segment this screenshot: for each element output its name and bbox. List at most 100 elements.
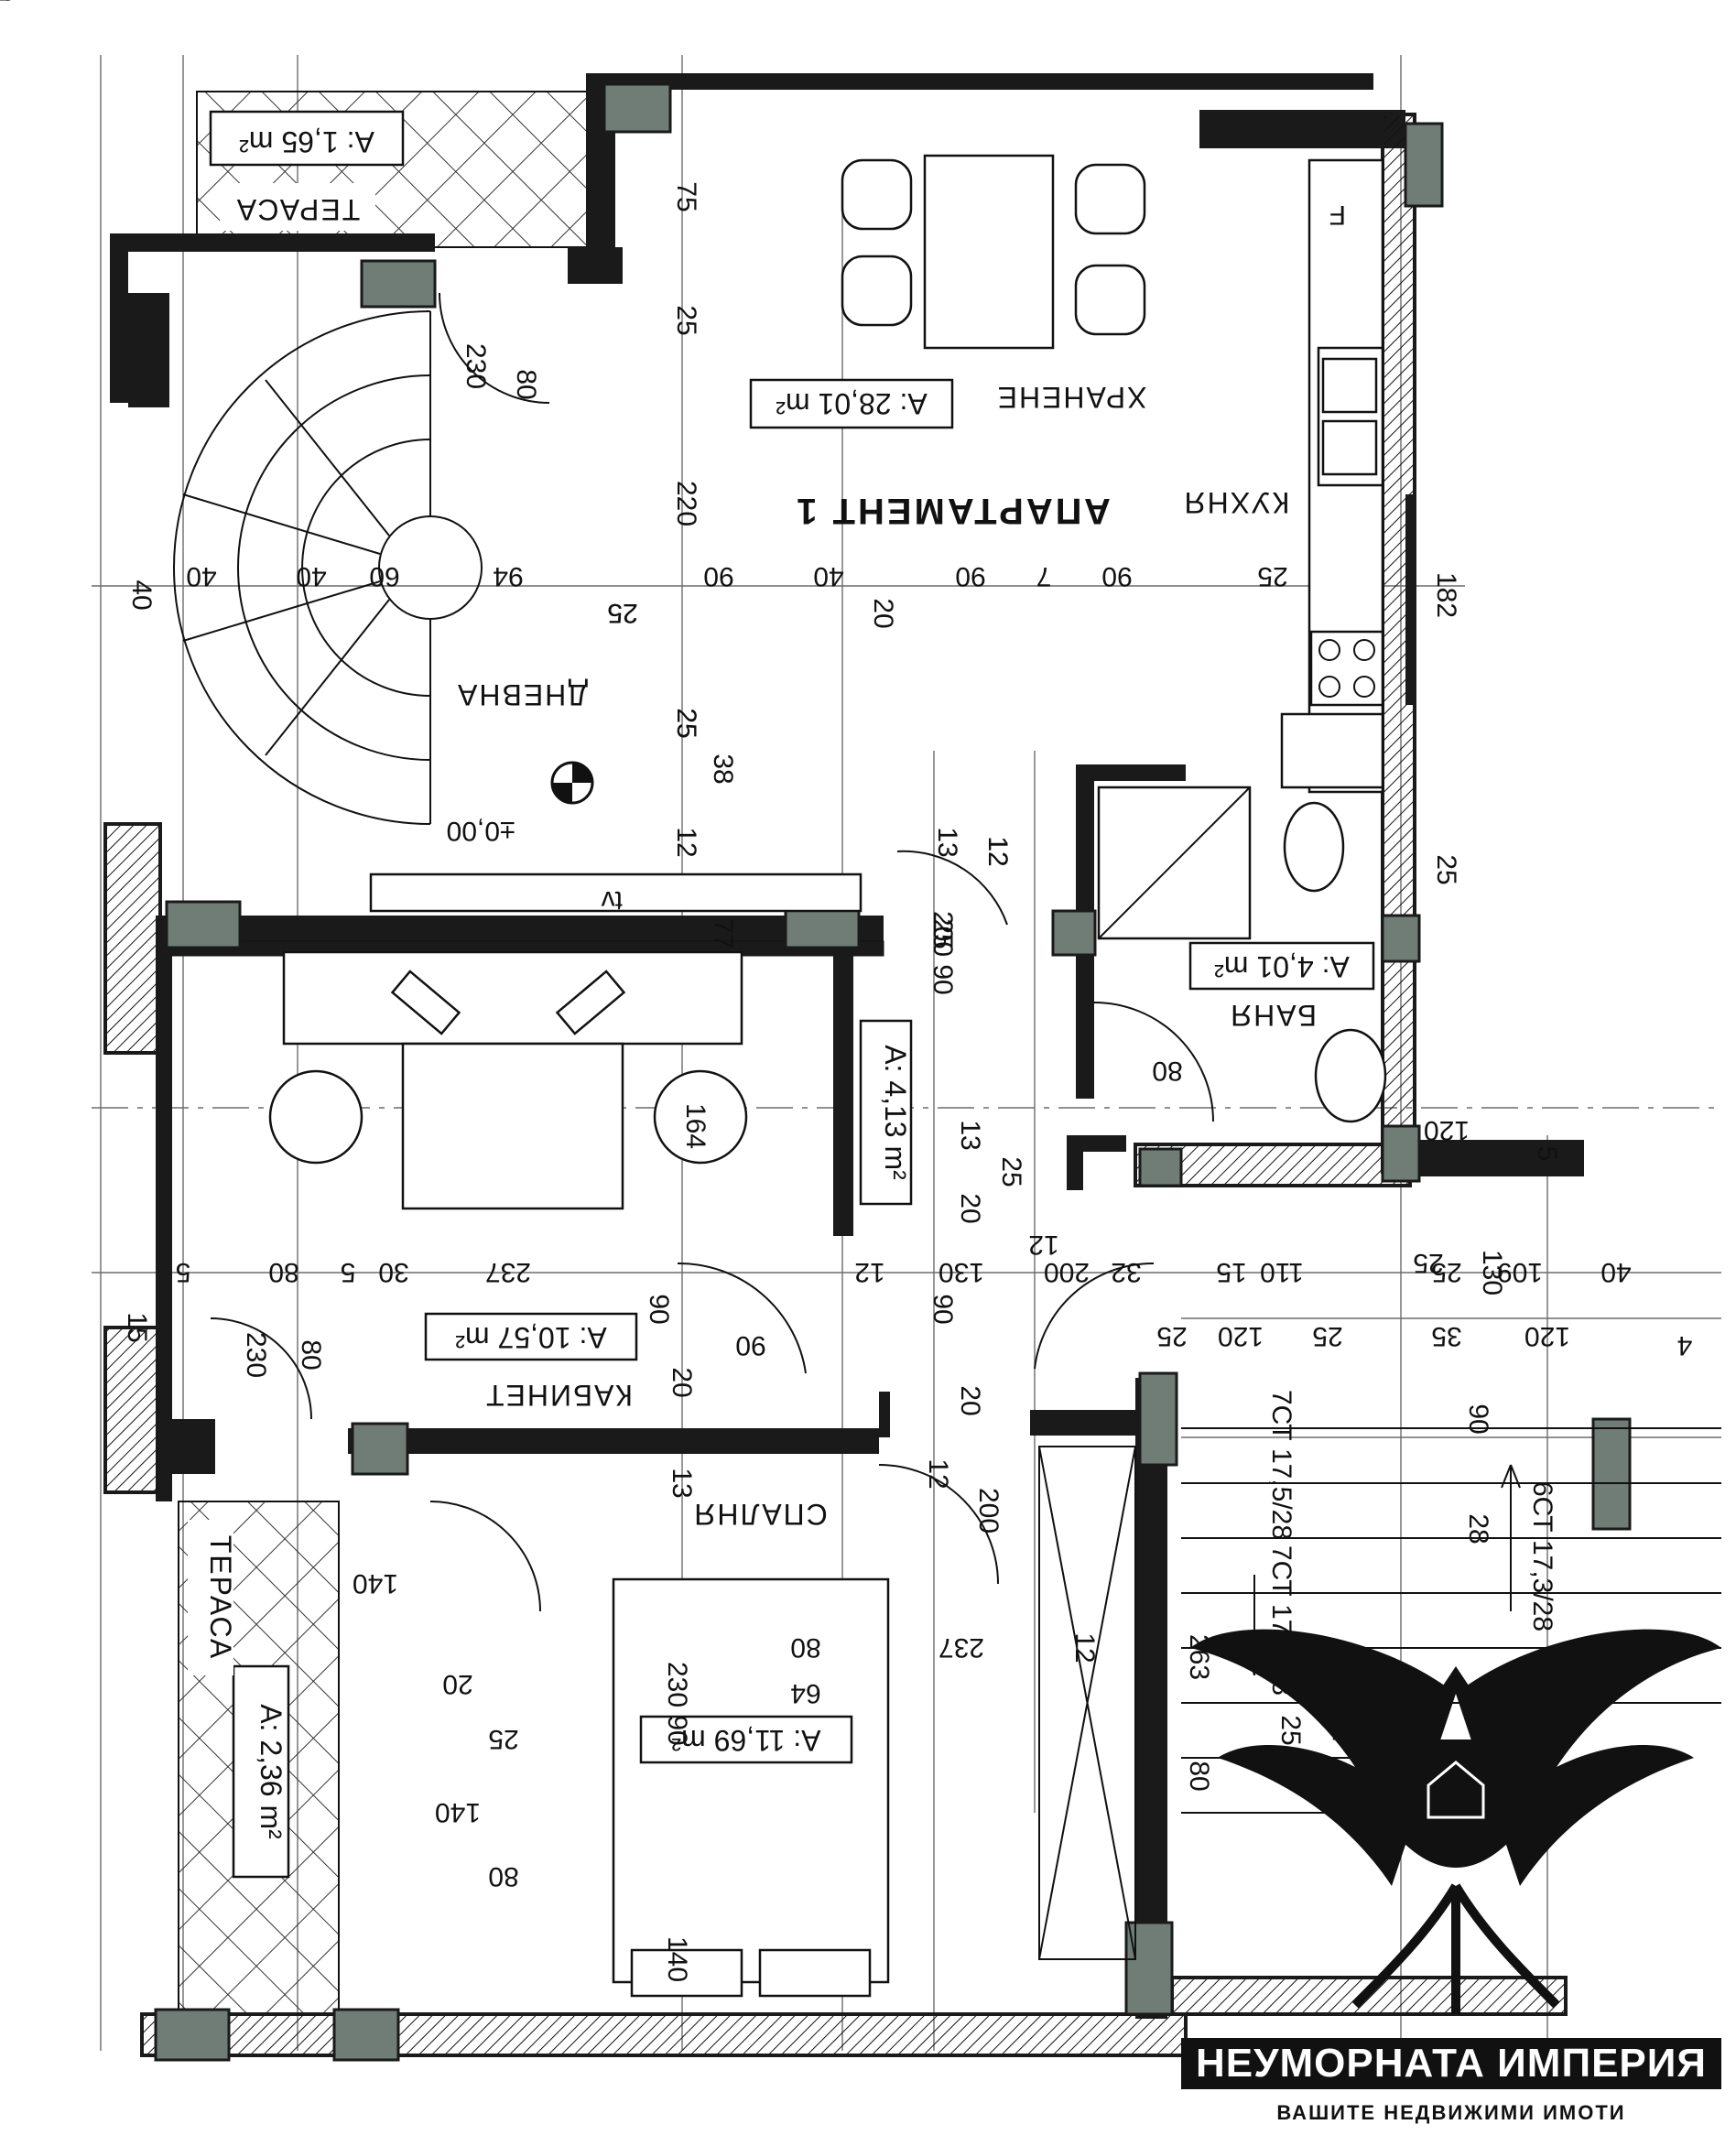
dimension-label: 13 [932, 827, 962, 857]
dimension-label: 25 [1257, 561, 1287, 591]
dimension-label: 230 [241, 1332, 271, 1378]
dimension-label: 182 [1431, 572, 1461, 618]
dimension-label: 220 [671, 481, 701, 526]
dimension-label: 90 [1463, 1404, 1493, 1434]
dimension-label: 90 [735, 1330, 765, 1360]
dimension-label: 120 [1424, 1115, 1470, 1145]
dimension-label: 200 [973, 1488, 1004, 1534]
dimension-label: 130 [1477, 1250, 1507, 1295]
kitchen-label: КУХНЯ [1183, 486, 1290, 519]
dimension-label: 25 [996, 1156, 1026, 1187]
dimension-label: 25 [1431, 854, 1461, 884]
dining-room: А: 28,01 m² ХРАНЕНЕ [749, 378, 1147, 429]
dimension-label: 40 [813, 561, 843, 591]
dimension-label: 164 [680, 1103, 711, 1149]
dimension-label: 12 [671, 827, 701, 857]
terrace-bottom-label: ТЕРАСА [204, 1535, 237, 1660]
dimension-label: 25 [671, 305, 701, 335]
bath-label: БАНЯ [1229, 999, 1317, 1032]
dimension-label: 25 [0, 0, 16, 5]
dimension-label: 90 [1101, 561, 1132, 591]
dining-area: А: 28,01 m² [776, 387, 928, 420]
dining-set [841, 154, 1146, 350]
dimension-label: 28 [1463, 1513, 1493, 1544]
terrace-top: А: 1,65 m² ТЕРАСА [196, 91, 591, 248]
bedroom-area: А: 11,69 m² [671, 1724, 820, 1757]
dimension-label: 20 [955, 1385, 985, 1415]
terrace-top-label: ТЕРАСА [235, 193, 360, 226]
dimension-label: 230 [662, 1662, 692, 1707]
terrace-bottom: А: 2,36 m² ТЕРАСА [178, 1501, 340, 2015]
dimension-label: 200 [928, 911, 958, 957]
dimension-label: 20 [868, 598, 898, 628]
dimension-label: 7 [1036, 561, 1052, 591]
dimension-label: 13 [667, 1468, 697, 1498]
dimension-label: 90 [928, 964, 958, 994]
dimension-label: 110 [1260, 1257, 1304, 1287]
bedroom-room: СПАЛНЯ А: 11,69 m² [639, 1498, 853, 1764]
dimension-label: 12 [923, 1458, 953, 1489]
level-marker [550, 761, 594, 805]
dimension-label: 140 [662, 1936, 692, 1982]
dimension-label: 12 [1028, 1230, 1058, 1260]
office-room: А: 10,57 m² КАБИНЕТ [424, 1312, 638, 1412]
bed [612, 1577, 890, 1998]
dimension-label: 30 [378, 1257, 408, 1287]
dimension-label: 80 [488, 1861, 518, 1891]
dimension-label: 5 [341, 1257, 356, 1287]
dimension-label: 12 [982, 836, 1013, 866]
dimension-label: 38 [708, 753, 738, 784]
dimension-label: 12 [854, 1257, 884, 1287]
dimension-label: 25 [488, 1724, 518, 1754]
dimension-label: 25 [1413, 1248, 1443, 1278]
dining-label: ХРАНЕНЕ [996, 381, 1147, 414]
dimension-label: 15 [1216, 1257, 1246, 1287]
dimension-label: 20 [667, 1367, 697, 1397]
dimension-label: 140 [353, 1568, 398, 1599]
dimension-label: 75 [671, 181, 701, 211]
spiral-stair [173, 310, 483, 825]
hallway: А: 4,13 m² [859, 1019, 913, 1206]
bathroom-fixtures [1097, 786, 1387, 1123]
dimension-label: 80 [1184, 1761, 1214, 1791]
hall-area: А: 4,13 m² [879, 1045, 912, 1180]
dimension-label: 40 [296, 561, 326, 591]
dimension-label: 40 [1600, 1257, 1631, 1287]
dimension-label: 20 [955, 1193, 985, 1223]
dimension-label: 80 [268, 1257, 298, 1287]
dimension-label: 40 [126, 580, 157, 610]
dimension-label: 25 [1431, 1257, 1461, 1287]
dimension-label: 90 [644, 1294, 674, 1324]
dimension-label: 5 [176, 1257, 191, 1287]
dimension-label: 15 [122, 1312, 152, 1342]
dimension-label: 200 [1044, 1257, 1090, 1287]
dimension-label: 25 [1156, 1321, 1187, 1351]
dimension-label: 80 [296, 1339, 326, 1370]
dimension-label: 109 [1497, 1257, 1543, 1287]
bath-area: А: 4,01 m² [1214, 950, 1350, 983]
dimension-label: 4 [1677, 1330, 1693, 1360]
stair-note-1: 6СТ 17,3/28 [1527, 1481, 1557, 1631]
dimension-label: 32 [1111, 1257, 1141, 1287]
dimension-label: 25 [671, 708, 701, 738]
living-label: ДНЕВНА [456, 678, 588, 711]
dimension-label: 90 [955, 561, 985, 591]
dimension-label: 64 [790, 1678, 820, 1708]
dimension-label: 130 [939, 1257, 984, 1287]
dimension-label: 80 [511, 369, 541, 399]
office-label: КАБИНЕТ [484, 1379, 633, 1412]
terrace-bottom-area: А: 2,36 m² [255, 1704, 288, 1839]
dimension-label: 60 [369, 561, 399, 591]
tv-unit: tv [369, 872, 863, 916]
dimension-label: 25 [928, 918, 958, 948]
brand-name: НЕУМОРНАТА ИМПЕРИЯ [1181, 2038, 1721, 2089]
dimension-label: 237 [485, 1257, 531, 1287]
walls [103, 73, 1584, 2057]
dimension-label: 20 [442, 1669, 472, 1699]
tv-label: tv [602, 885, 623, 916]
dimension-label: 40 [186, 561, 216, 591]
dimension-label: 25 [1275, 1715, 1306, 1745]
dimension-label: 5 [0, 0, 7, 5]
elevator-shaft [1038, 1446, 1136, 1960]
dimension-label: 25 [607, 598, 637, 628]
